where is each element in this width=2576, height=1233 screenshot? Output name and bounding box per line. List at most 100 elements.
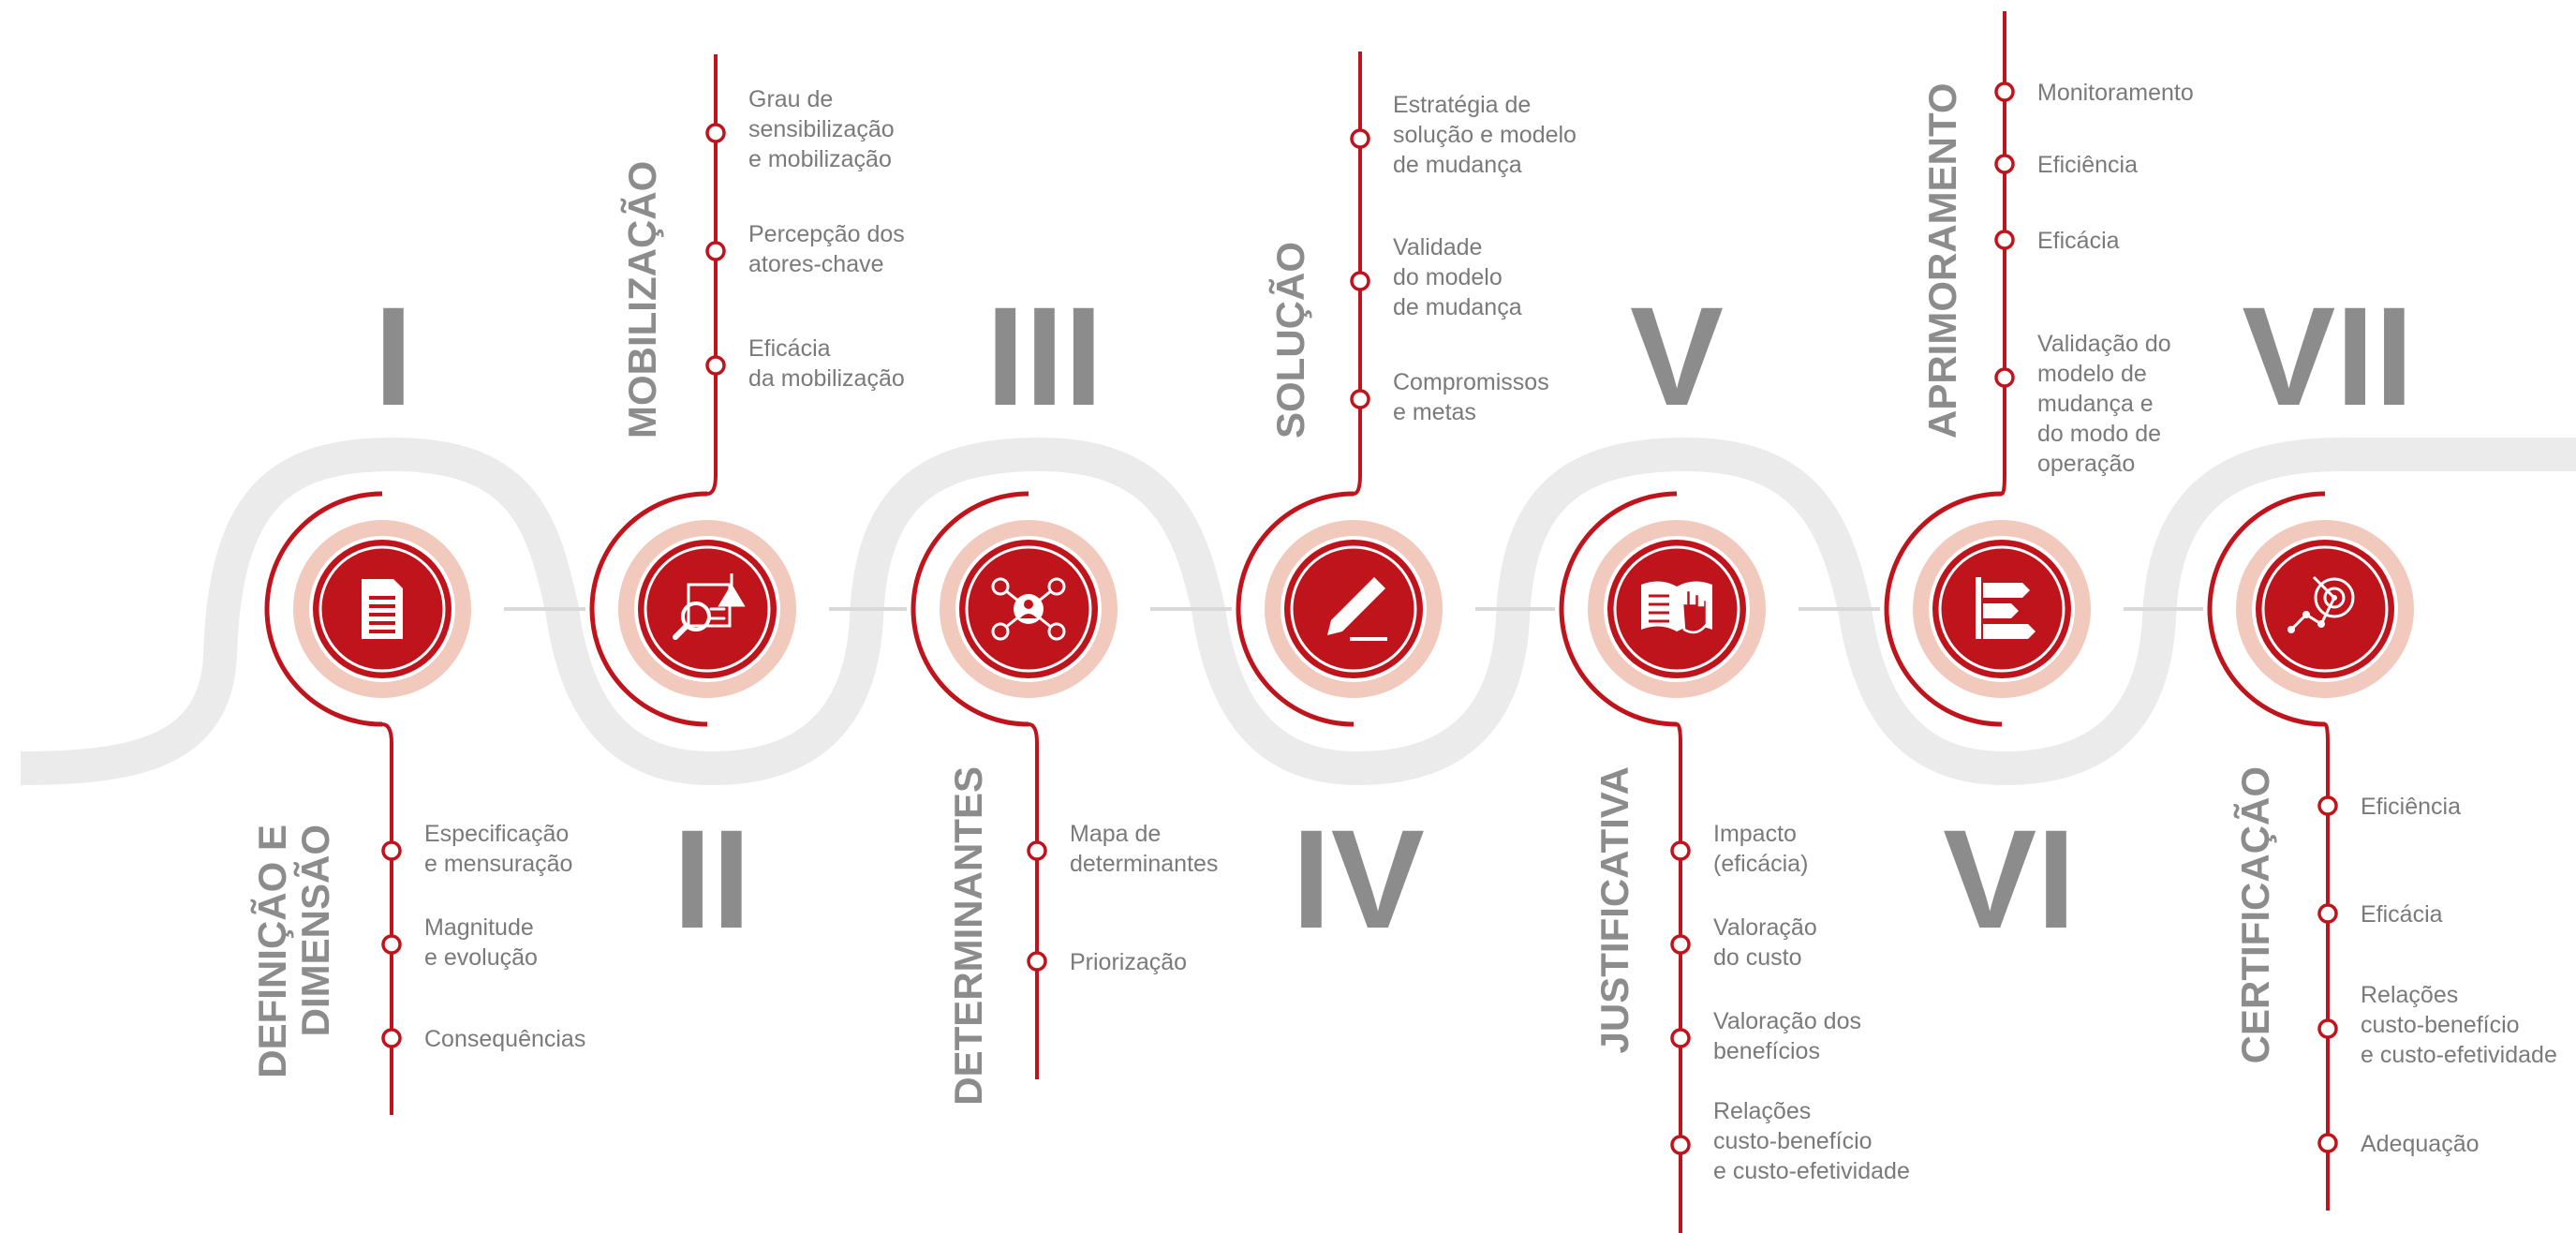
item-text: modelo de [2037,361,2147,387]
item-marker [381,934,402,955]
item-marker [1350,271,1370,291]
item-marker [705,123,726,143]
item-text: Valoração dos [1713,1008,1861,1034]
item-text: de mudança [1393,294,1522,320]
step-3: III DETERMINANTES Mapa de determinantesPrio… [910,277,1218,1106]
item-text: e metas [1393,399,1476,425]
step-arc [264,491,383,727]
item-text: Priorização [1070,949,1187,975]
research-icon [673,573,746,640]
step-badge-inner-ring [1613,545,1740,673]
step-title-line: MOBILIZAÇÃO [620,161,664,438]
item-text: Eficácia [2361,901,2443,928]
step-title: APRIMORAMENTO [1920,82,1964,438]
item-marker [381,840,402,861]
step-badge [2256,540,2394,678]
item-marker [1994,82,2015,102]
step-badge-inner-ring [2261,545,2389,673]
item-text: atores-chave [748,251,884,277]
step-title-line: APRIMORAMENTO [1920,82,1964,438]
item-text: (eficácia) [1713,851,1808,877]
item-marker [2317,903,2338,924]
item-marker [1670,840,1691,861]
step-title-line: DEFINIÇÃO E [250,824,294,1078]
step-title: JUSTIFICATIVA [1592,766,1636,1053]
item-text: Magnitude [424,914,534,941]
step-arc [1884,491,2003,727]
step-arc [1236,491,1355,727]
item-marker [2317,1133,2338,1153]
step-arc [2207,491,2326,727]
item-text: e custo-efetividade [2361,1042,2557,1068]
timeline-line [2001,11,2006,496]
item-text: Validação do [2037,331,2171,357]
item-text: e mensuração [424,851,572,877]
item-text: da mobilização [748,365,905,392]
step-title: SOLUÇÃO [1268,242,1312,438]
item-text: de mudança [1393,152,1522,178]
item-text: operação [2037,451,2135,477]
item-text: e evolução [424,944,538,971]
timeline-line [381,722,393,1115]
timeline-line [1676,722,1682,1233]
item-text: sensibilização [748,116,895,142]
step-badge-inner-ring [1938,545,2065,673]
item-marker [2317,795,2338,816]
pen-icon [1327,577,1387,641]
item-text: Eficiência [2037,152,2138,178]
item-text: e custo-efetividade [1713,1158,1910,1184]
step-arc [589,491,708,727]
target-chart-icon [2287,575,2355,633]
item-text: Eficiência [2361,794,2461,820]
item-text: Impacto [1713,821,1797,847]
item-marker [1994,367,2015,388]
item-text: Valoração [1713,914,1817,941]
step-badge-inner-ring [1290,545,1417,673]
item-text: solução e modelo [1393,122,1577,148]
item-text: Percepção dos [748,221,905,247]
item-text: custo-benefício [2361,1012,2520,1038]
step-arc [1559,491,1678,727]
item-marker [1027,840,1047,861]
item-marker [705,241,726,261]
step-numeral: V [1630,277,1724,435]
item-marker [1670,1028,1691,1048]
road-path [20,437,2576,786]
item-text: Validade [1393,234,1482,260]
step-title: DETERMINANTES [946,766,990,1106]
timeline-line [706,54,718,496]
step-numeral: IV [1292,800,1425,958]
step-numeral: VI [1943,800,2076,958]
step-title-line: DIMENSÃO [293,824,337,1036]
item-text: Adequação [2361,1131,2480,1157]
item-text: Eficácia [748,335,831,362]
item-text: do modelo [1393,264,1503,290]
item-marker [1994,230,2015,250]
step-numeral: II [673,800,750,958]
document-icon [362,579,403,639]
item-text: Relações [2361,982,2458,1008]
item-marker [1670,1135,1691,1155]
step-title: MOBILIZAÇÃO [620,161,664,438]
item-text: do custo [1713,944,1802,971]
item-text: determinantes [1070,851,1218,877]
step-title-line: JUSTIFICATIVA [1592,766,1636,1053]
item-text: Monitoramento [2037,80,2194,106]
step-title-line: DETERMINANTES [946,766,990,1106]
item-text: Mapa de [1070,821,1161,847]
step-numeral: III [985,277,1103,435]
item-marker [2317,1018,2338,1039]
item-marker [705,355,726,376]
step-title: CERTIFICAÇÃO [2233,766,2277,1063]
timeline-line [1028,722,1039,1079]
timeline-line [2324,722,2330,1211]
step-badge-inner-ring [644,545,771,673]
timeline-line [1353,52,1362,496]
item-text: custo-benefício [1713,1128,1873,1154]
